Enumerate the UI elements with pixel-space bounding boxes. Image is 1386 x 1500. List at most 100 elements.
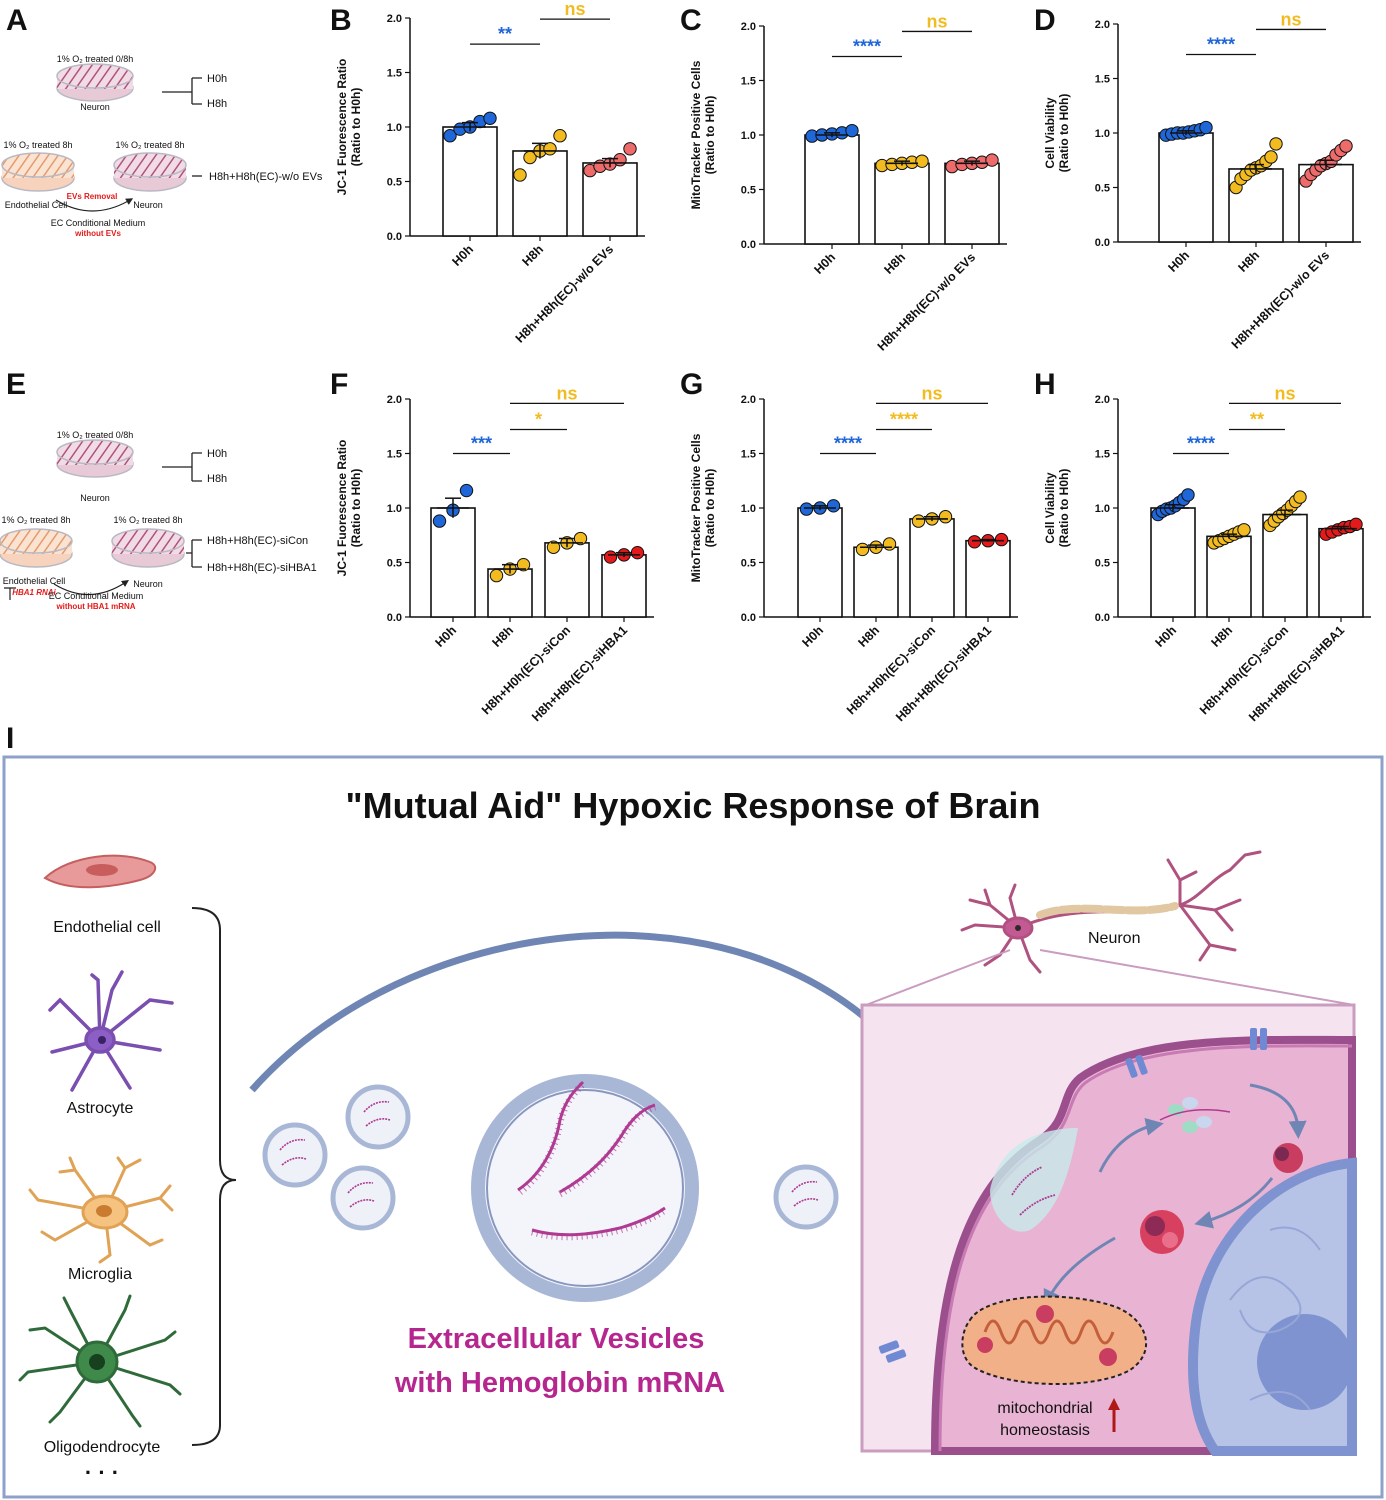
schematic-e-group-3: H8h+H8h(EC)-siCon [207, 535, 308, 547]
schematic-a-ev-removal: EVs Removal [67, 192, 118, 201]
schematic-a-left-caption: 1% O₂ treated 8h [3, 140, 72, 150]
category-label-b: H8h [520, 242, 547, 269]
data-point-f [546, 540, 561, 554]
panel-label-f: F [330, 368, 348, 401]
ev-caption-line1: Extracellular Vesicles [408, 1323, 705, 1355]
category-label-f: H8h [490, 623, 517, 650]
bar-h-3 [1318, 527, 1364, 618]
panel-label-h: H [1034, 368, 1056, 401]
data-point-c [915, 154, 929, 168]
schematic-e-left-caption: 1% O₂ treated 8h [1, 515, 70, 525]
petri-dish-neuron-a [113, 152, 187, 192]
petri-dish-neuron-e [111, 528, 185, 568]
y-tick-label-b: 1.5 [387, 68, 402, 80]
y-tick-label-c: 2.0 [741, 21, 756, 33]
y-tick-label-b: 0.5 [387, 177, 402, 189]
cell-label-microglia: Microglia [68, 1266, 132, 1283]
data-point-g [967, 535, 982, 549]
data-point-c [985, 153, 999, 167]
bar-h-0 [1150, 507, 1196, 618]
significance-label-g: ns [921, 383, 942, 403]
petri-dish-endothelial-e [0, 528, 73, 568]
vesicle-small-2 [345, 1084, 411, 1150]
y-axis-label-h: (Ratio to H0h) [1057, 469, 1071, 548]
y-tick-label-g: 2.0 [741, 394, 756, 406]
mito-caption-line2: homeostasis [1000, 1422, 1090, 1439]
y-tick-label-f: 2.0 [387, 394, 402, 406]
data-point-h [1349, 517, 1363, 532]
increase-arrow-icon [1108, 1398, 1120, 1432]
data-point-g [826, 499, 841, 513]
category-label-h: H0h [1153, 623, 1180, 650]
data-point-g [938, 510, 953, 524]
data-point-d [1269, 137, 1283, 151]
data-point-f [489, 568, 504, 583]
data-point-f [630, 545, 645, 560]
data-point-h [1237, 523, 1251, 537]
panel-label-i: I [6, 722, 14, 755]
data-point-f [459, 483, 474, 498]
y-axis-label-b: JC-1 Fuorescence Ratio [335, 59, 349, 196]
significance-label-d: ns [1280, 9, 1301, 29]
bar-g-2 [909, 518, 955, 618]
data-point-g [799, 502, 814, 516]
panel-i: "Mutual Aid" Hypoxic Response of Brain E… [2, 755, 1384, 1499]
significance-label-h: ns [1274, 383, 1295, 403]
category-label-g: H8h+H8h(EC)-siHBA1 [893, 623, 994, 724]
ev-caption-line2: with Hemoglobin mRNA [394, 1367, 725, 1399]
schematic-a-group-3: H8h+H8h(EC)-w/o EVs [209, 171, 323, 183]
bar-g-3 [965, 539, 1011, 618]
category-label-h: H8h+H8h(EC)-siHBA1 [1246, 623, 1347, 724]
petri-dish-endothelial-a [1, 152, 75, 192]
bar-b-1 [512, 150, 568, 237]
bar-d-0 [1158, 132, 1214, 243]
schematic-a-group-h8h: H8h [207, 98, 227, 110]
panel-label-g: G [680, 368, 703, 401]
y-axis-label-f: JC-1 Fuorescence Ratio [335, 440, 349, 577]
data-point-b [623, 142, 637, 156]
significance-label-b: ** [498, 24, 512, 44]
y-axis-label-b: (Ratio to H0h) [349, 88, 363, 167]
data-point-b [483, 111, 497, 125]
bar-g-1 [853, 546, 899, 618]
data-point-f [432, 514, 447, 528]
bar-f-3 [601, 554, 647, 618]
category-label-g: H0h [800, 623, 827, 650]
cell-label-oligodendrocyte: Oligodendrocyte [44, 1439, 161, 1456]
schematic-e-right-caption: 1% O₂ treated 8h [113, 515, 182, 525]
panel-label-e: E [6, 368, 26, 401]
y-tick-label-f: 1.5 [387, 449, 402, 461]
mito-caption-line1: mitochondrial [997, 1400, 1092, 1417]
chart-f-jc1: 0.00.51.01.52.0JC-1 Fuorescence Ratio(Ra… [335, 383, 654, 724]
y-tick-label-c: 1.0 [741, 130, 756, 142]
data-point-g [911, 514, 926, 528]
y-axis-label-f: (Ratio to H0h) [349, 469, 363, 548]
bar-c-1 [874, 162, 930, 245]
significance-label-h: **** [1187, 434, 1215, 454]
petri-dish-neuron-top-e [56, 439, 134, 478]
cell-group-brace [191, 907, 237, 1446]
schematic-a: 1% O₂ treated 0/8h Neuron H0h H8h 1% O₂ … [1, 54, 323, 238]
y-tick-label-d: 2.0 [1095, 19, 1110, 31]
neuron-label: Neuron [1088, 930, 1140, 947]
significance-label-f: *** [471, 434, 492, 454]
category-label-d: H8h [1236, 248, 1263, 275]
schematic-a-right-caption: 1% O₂ treated 8h [115, 140, 184, 150]
schematic-a-group-h0h: H0h [207, 73, 227, 85]
significance-label-g: **** [890, 410, 918, 430]
y-tick-label-b: 2.0 [387, 13, 402, 25]
y-axis-label-d: Cell Viability [1043, 97, 1057, 168]
schematic-a-neuron2-label: Neuron [133, 200, 163, 210]
y-tick-label-c: 0.5 [741, 185, 756, 197]
y-tick-label-d: 0.0 [1095, 237, 1110, 249]
y-tick-label-b: 1.0 [387, 122, 402, 134]
category-label-d: H0h [1166, 248, 1193, 275]
schematic-e-medium-note: without HBA1 mRNA [55, 602, 135, 611]
endothelial-cell-icon [43, 854, 157, 889]
data-point-c [845, 123, 859, 138]
category-label-g: H8h [856, 623, 883, 650]
schematic-a-top-caption: 1% O₂ treated 0/8h [57, 54, 134, 64]
data-point-b [443, 129, 457, 143]
